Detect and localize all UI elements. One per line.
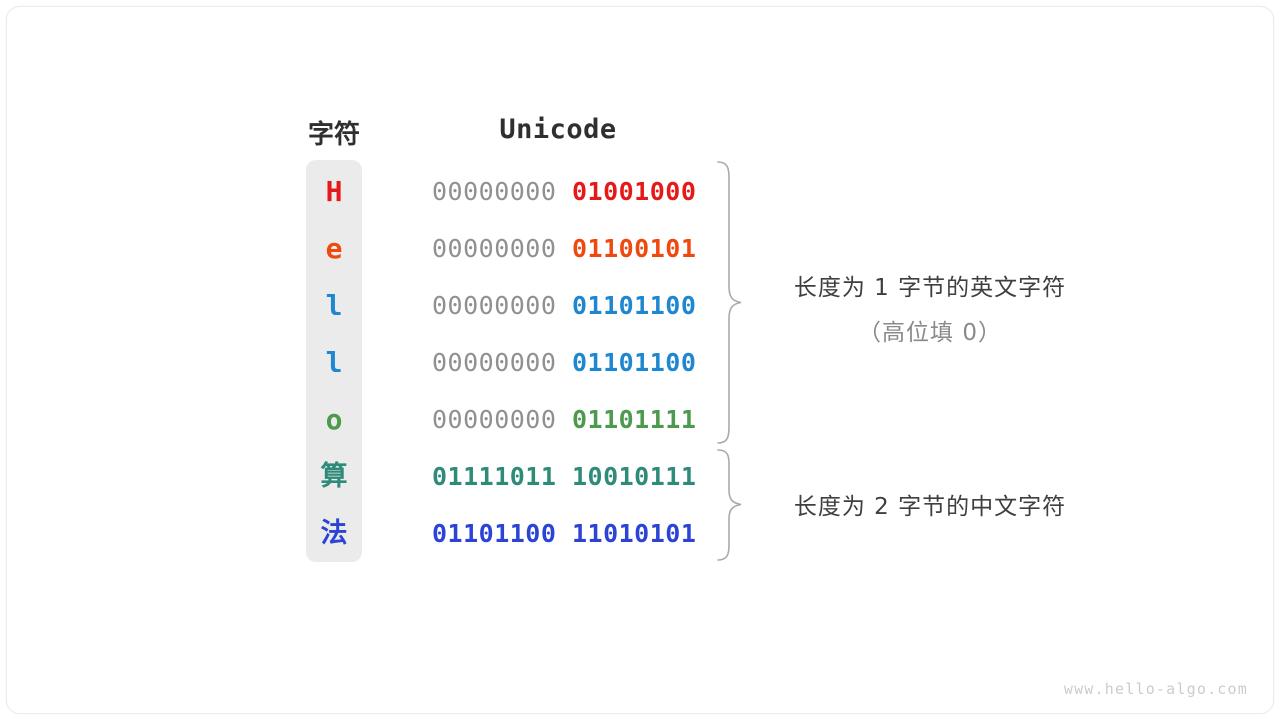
- row-code-bits: 01101100 11010101: [432, 519, 697, 548]
- row-high-byte-padding: 00000000: [432, 348, 572, 377]
- brace-chinese-group: [716, 448, 744, 562]
- row-code-bits: 01101111: [571, 405, 697, 434]
- brace-english-group: [716, 160, 744, 445]
- row-character: e: [325, 232, 343, 265]
- row-code-bits: 01100101: [571, 234, 697, 263]
- row-high-byte-padding: 00000000: [432, 405, 572, 434]
- row-unicode-bits: 00000000 01101100: [432, 277, 696, 334]
- column-header-unicode: Unicode: [499, 114, 617, 145]
- annotation-english-line2: （高位填 0）: [858, 320, 1002, 346]
- row-character: H: [325, 175, 343, 208]
- table-row: 法 01101100 11010101: [306, 505, 706, 562]
- row-code-bits: 01001000: [571, 177, 697, 206]
- annotation-chinese-line1: 长度为 2 字节的中文字符: [793, 494, 1067, 520]
- row-character: o: [325, 403, 343, 436]
- row-unicode-bits: 00000000 01100101: [432, 220, 696, 277]
- column-header-character: 字符: [307, 119, 360, 149]
- row-character: 算: [320, 461, 348, 492]
- table-row: e 00000000 01100101: [306, 220, 706, 277]
- watermark: www.hello-algo.com: [1063, 680, 1248, 698]
- character-column-background: [306, 160, 362, 562]
- row-high-byte-padding: 00000000: [432, 291, 572, 320]
- row-unicode-bits: 00000000 01101111: [432, 391, 696, 448]
- row-high-byte-padding: 00000000: [432, 234, 572, 263]
- row-unicode-bits: 00000000 01001000: [432, 163, 696, 220]
- row-unicode-bits: 01111011 10010111: [432, 448, 696, 505]
- row-code-bits: 01101100: [571, 291, 697, 320]
- row-code-bits: 01111011 10010111: [432, 462, 697, 491]
- row-unicode-bits: 01101100 11010101: [432, 505, 696, 562]
- row-character: 法: [320, 518, 348, 549]
- row-high-byte-padding: 00000000: [432, 177, 572, 206]
- row-code-bits: 01101100: [571, 348, 697, 377]
- row-character: l: [325, 346, 343, 379]
- table-row: H 00000000 01001000: [306, 163, 706, 220]
- annotation-english-bytes: 长度为 1 字节的英文字符 （高位填 0）: [770, 268, 1090, 347]
- row-unicode-bits: 00000000 01101100: [432, 334, 696, 391]
- annotation-english-line1: 长度为 1 字节的英文字符: [793, 275, 1067, 301]
- table-row: l 00000000 01101100: [306, 277, 706, 334]
- table-row: l 00000000 01101100: [306, 334, 706, 391]
- row-character: l: [325, 289, 343, 322]
- table-row: o 00000000 01101111: [306, 391, 706, 448]
- annotation-chinese-bytes: 长度为 2 字节的中文字符: [770, 487, 1090, 521]
- table-row: 算 01111011 10010111: [306, 448, 706, 505]
- figure-card: [6, 6, 1274, 714]
